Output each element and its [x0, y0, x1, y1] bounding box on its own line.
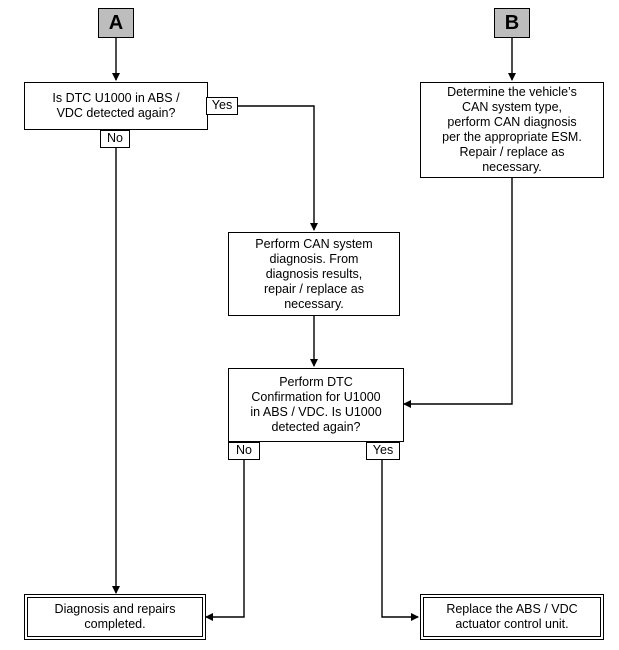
end-replace-actuator: Replace the ABS / VDC actuator control u…: [420, 594, 604, 640]
arrow-confirm-yes-to-replace: [381, 460, 419, 621]
label-yes-1: Yes: [206, 97, 238, 115]
box-can-system-type: Determine the vehicle’s CAN system type,…: [420, 82, 604, 178]
box-perform-can-diagnosis: Perform CAN system diagnosis. From diagn…: [228, 232, 400, 316]
box-perform-dtc-confirmation-text: Perform DTC Confirmation for U1000 in AB…: [250, 375, 382, 434]
connector-b: B: [494, 8, 530, 38]
end-replace-actuator-text: Replace the ABS / VDC actuator control u…: [446, 602, 578, 631]
connector-b-label: B: [504, 11, 520, 34]
arrow-can-type-to-confirm: [403, 178, 513, 408]
arrow-confirm-no-to-completed: [205, 460, 245, 621]
arrow-yes-to-perform-can: [208, 105, 318, 231]
box-can-system-type-text: Determine the vehicle’s CAN system type,…: [442, 85, 582, 174]
question-abs-again: Is DTC U1000 in ABS / VDC detected again…: [24, 82, 208, 130]
connector-a: A: [98, 8, 134, 38]
question-abs-again-text: Is DTC U1000 in ABS / VDC detected again…: [52, 91, 180, 120]
end-diagnosis-completed: Diagnosis and repairs completed.: [24, 594, 206, 640]
end-diagnosis-completed-text: Diagnosis and repairs completed.: [54, 602, 176, 631]
label-yes-2: Yes: [366, 442, 400, 460]
label-no-1: No: [100, 130, 130, 148]
connector-a-label: A: [108, 11, 124, 34]
label-no-2: No: [228, 442, 260, 460]
box-perform-dtc-confirmation: Perform DTC Confirmation for U1000 in AB…: [228, 368, 404, 442]
box-perform-can-diagnosis-text: Perform CAN system diagnosis. From diagn…: [255, 236, 373, 311]
